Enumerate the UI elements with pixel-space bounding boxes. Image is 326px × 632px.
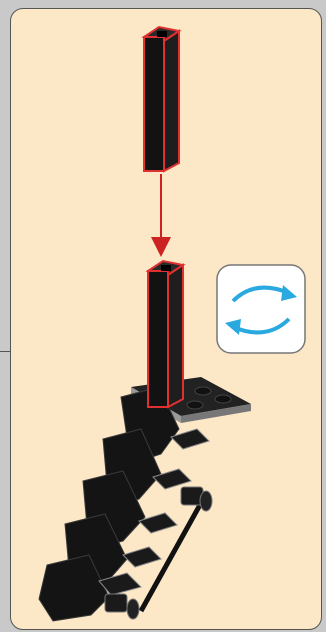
build-scene (11, 9, 322, 630)
page-divider (0, 351, 10, 352)
new-column-piece (144, 27, 179, 171)
rotate-model-icon (217, 265, 305, 353)
instruction-panel (10, 8, 322, 630)
placed-column (148, 261, 183, 407)
